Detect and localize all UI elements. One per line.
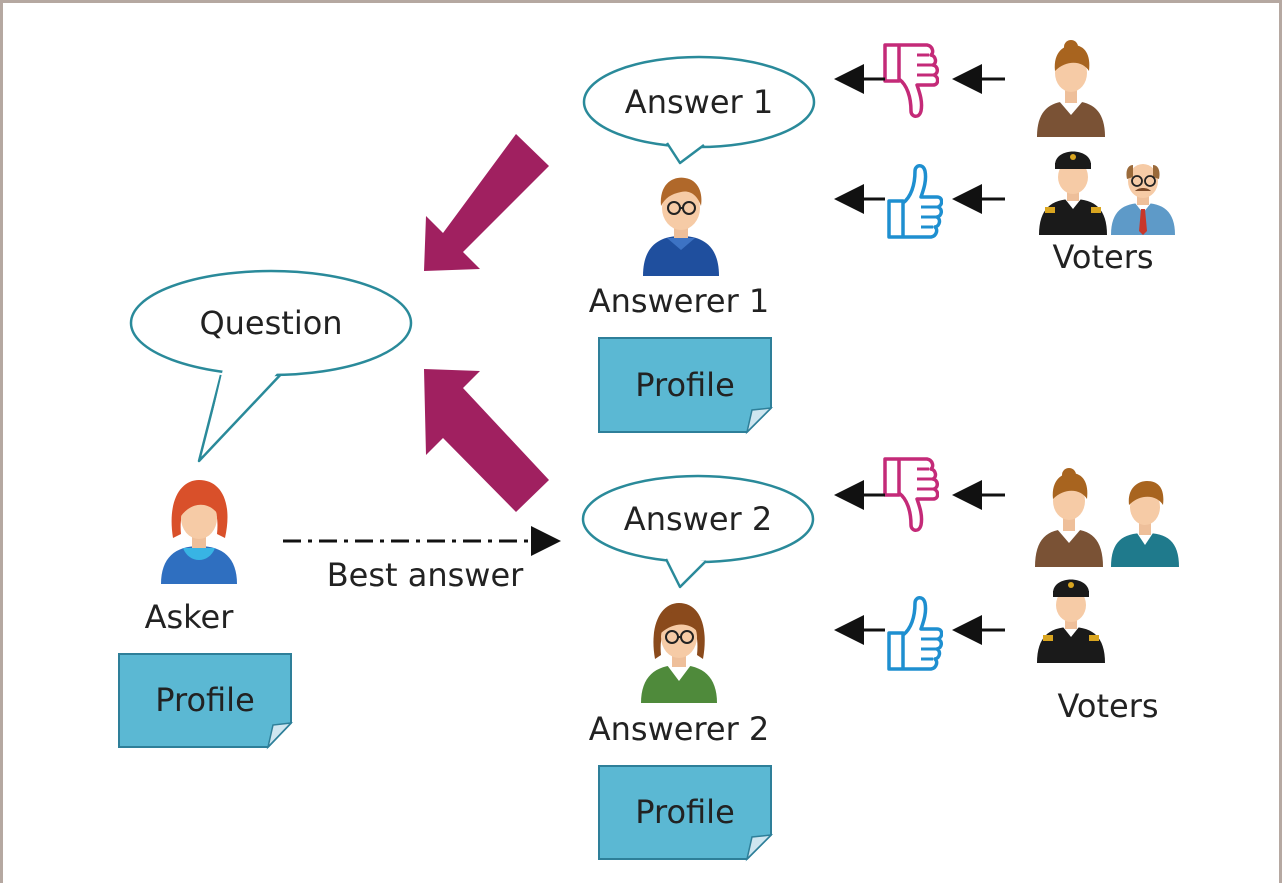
voters-label-bottom: Voters bbox=[1057, 687, 1158, 725]
vote-row-answer1-down bbox=[834, 43, 1005, 119]
answerer1-profile-label: Profile bbox=[635, 366, 735, 404]
vote-row-answer2-up bbox=[834, 595, 1005, 671]
answer2-label: Answer 2 bbox=[624, 500, 772, 538]
asker-profile-label: Profile bbox=[155, 681, 255, 719]
thumbs-down-icon bbox=[883, 457, 939, 533]
vote-row-answer1-up bbox=[834, 163, 1005, 239]
answer1-label: Answer 1 bbox=[625, 83, 773, 121]
answerer1-label: Answerer 1 bbox=[589, 282, 770, 320]
answerer2-profile-box: Profile bbox=[598, 765, 774, 862]
question-label: Question bbox=[199, 304, 342, 342]
vote-row-answer2-down bbox=[834, 457, 1005, 533]
answer2-bubble: Answer 2 bbox=[581, 474, 815, 589]
answerer1-profile-box: Profile bbox=[598, 337, 774, 435]
answerer1-avatar-icon bbox=[643, 177, 719, 276]
answer2-to-question-arrow bbox=[424, 369, 549, 512]
voter-avatar-icon bbox=[1037, 579, 1105, 663]
thumbs-up-icon bbox=[887, 595, 943, 671]
voter-avatar-icon bbox=[1035, 468, 1103, 567]
answerer2-profile-label: Profile bbox=[635, 793, 735, 831]
asker-profile-box: Profile bbox=[118, 653, 293, 750]
voter-avatar-icon bbox=[1037, 40, 1105, 137]
answerer2-avatar-icon bbox=[641, 603, 717, 703]
best-answer-label: Best answer bbox=[327, 556, 524, 594]
thumbs-down-icon bbox=[883, 43, 939, 119]
asker-label: Asker bbox=[145, 598, 235, 636]
answerer2-label: Answerer 2 bbox=[589, 710, 770, 748]
thumbs-up-icon bbox=[887, 163, 943, 239]
question-bubble: Question bbox=[129, 269, 413, 463]
voter-avatar-icon bbox=[1039, 151, 1107, 235]
voter-avatar-icon bbox=[1111, 164, 1175, 235]
voter-avatar-icon bbox=[1111, 481, 1179, 567]
answer1-bubble: Answer 1 bbox=[582, 55, 816, 165]
qa-diagram: Question Answer 1 Answer 2 Answerer 1 bbox=[118, 40, 1179, 862]
answer1-to-question-arrow bbox=[424, 134, 549, 271]
asker-avatar-icon bbox=[161, 480, 237, 584]
voters-label-top: Voters bbox=[1052, 238, 1153, 276]
